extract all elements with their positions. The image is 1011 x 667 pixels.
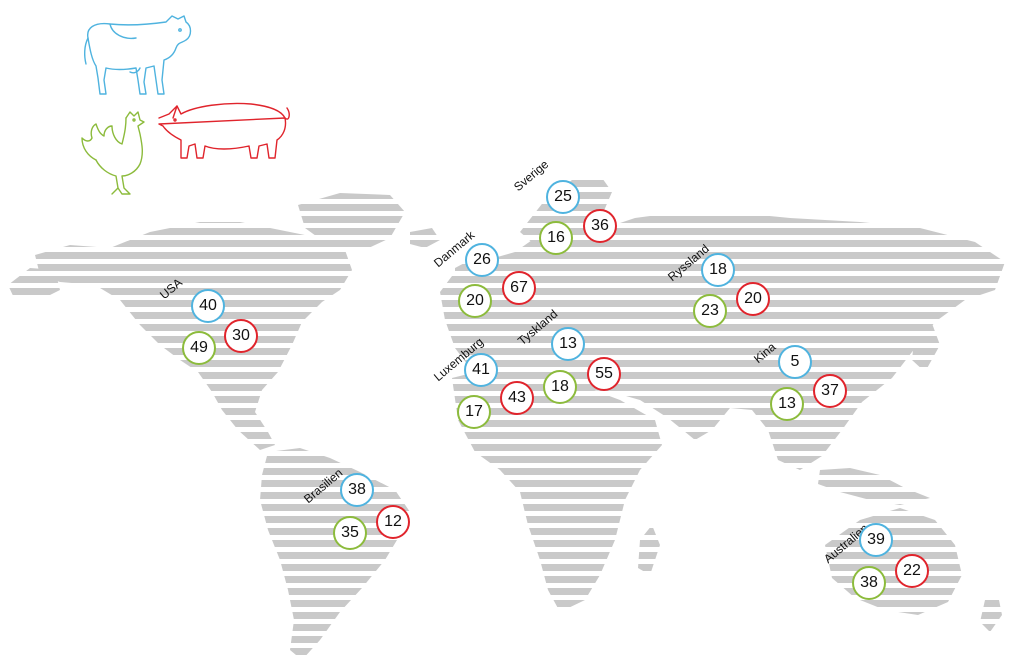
chicken-value-danmark: 20	[458, 284, 492, 318]
cow-icon	[83, 15, 192, 95]
cattle-value-luxemburg: 41	[464, 353, 498, 387]
pig-value-australien: 22	[895, 554, 929, 588]
chicken-value-luxemburg: 17	[457, 395, 491, 429]
pig-value-tyskland: 55	[587, 357, 621, 391]
chicken-value-kina: 13	[770, 387, 804, 421]
cattle-value-tyskland: 13	[551, 327, 585, 361]
chicken-value-tyskland: 18	[543, 370, 577, 404]
pig-value-sverige: 36	[583, 209, 617, 243]
rooster-icon	[81, 111, 145, 195]
chicken-value-usa: 49	[182, 331, 216, 365]
cattle-value-australien: 39	[859, 523, 893, 557]
pig-value-kina: 37	[813, 374, 847, 408]
pig-value-usa: 30	[224, 319, 258, 353]
cattle-value-brasilien: 38	[340, 473, 374, 507]
cattle-value-kina: 5	[778, 345, 812, 379]
pig-value-ryssland: 20	[736, 282, 770, 316]
cattle-value-danmark: 26	[465, 243, 499, 277]
pig-value-luxemburg: 43	[500, 381, 534, 415]
chicken-value-sverige: 16	[539, 221, 573, 255]
cattle-value-usa: 40	[191, 289, 225, 323]
pig-value-brasilien: 12	[376, 505, 410, 539]
cattle-value-sverige: 25	[546, 180, 580, 214]
pig-value-danmark: 67	[502, 271, 536, 305]
pig-icon	[158, 102, 290, 159]
chicken-value-ryssland: 23	[693, 294, 727, 328]
chicken-value-australien: 38	[852, 566, 886, 600]
cattle-value-ryssland: 18	[701, 253, 735, 287]
chicken-value-brasilien: 35	[333, 516, 367, 550]
